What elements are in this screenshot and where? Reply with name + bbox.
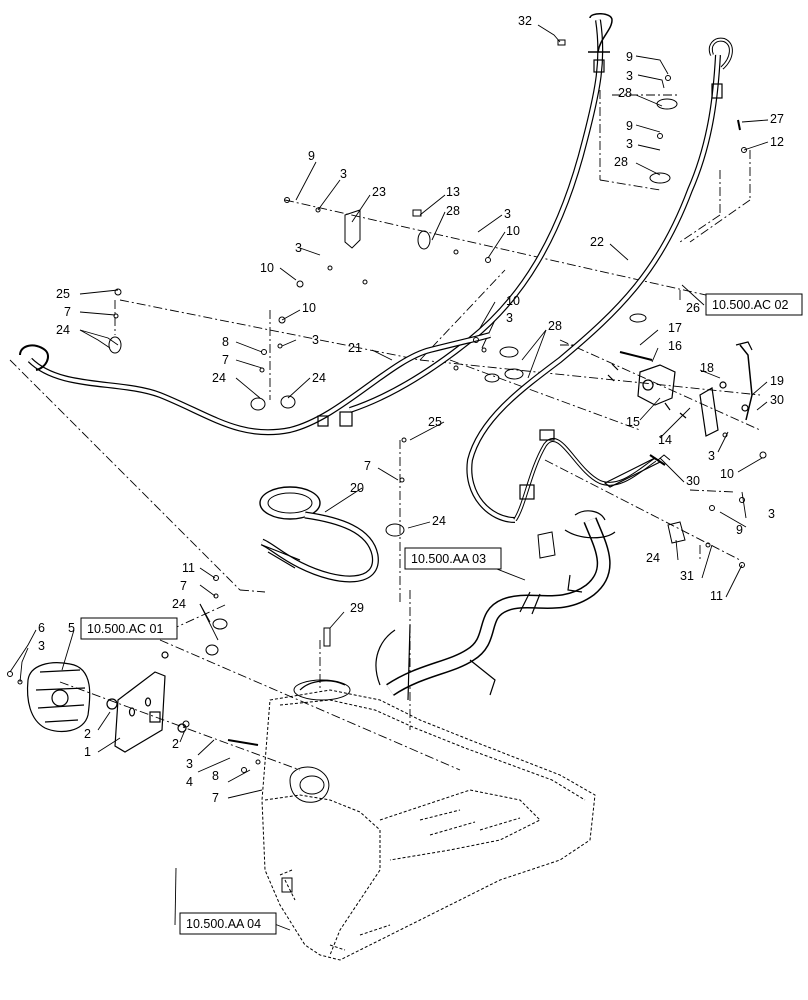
- harness-21: [19, 332, 491, 436]
- callout-21: 21: [348, 341, 362, 355]
- callout-3: 3: [38, 639, 45, 653]
- callout-9: 9: [626, 119, 633, 133]
- callout-28: 28: [614, 155, 628, 169]
- ref-box-ac02: [705, 293, 803, 316]
- fuel-tank: [261, 679, 596, 961]
- callout-4: 4: [186, 775, 193, 789]
- callout-3: 3: [312, 333, 319, 347]
- callout-3: 3: [626, 137, 633, 151]
- reference-boxes: 10.500.AC 02 10.500.AA 03 10.500.AC 01 1…: [80, 293, 803, 935]
- callout-9: 9: [736, 523, 743, 537]
- callout-28: 28: [548, 319, 562, 333]
- callout-32: 32: [518, 14, 532, 28]
- callout-10: 10: [260, 261, 274, 275]
- callout-24: 24: [172, 597, 186, 611]
- hardware: [7, 39, 767, 773]
- callout-29: 29: [350, 601, 364, 615]
- callout-28: 28: [446, 204, 460, 218]
- callout-20: 20: [350, 481, 364, 495]
- callout-24: 24: [646, 551, 660, 565]
- callout-5: 5: [68, 621, 75, 635]
- callout-26: 26: [686, 301, 700, 315]
- callout-10: 10: [302, 301, 316, 315]
- callout-25: 25: [56, 287, 70, 301]
- callout-23: 23: [372, 185, 386, 199]
- ref-label-aa04: 10.500.AA 04: [186, 917, 261, 931]
- ref-label-ac01: 10.500.AC 01: [87, 622, 163, 636]
- callout-7: 7: [212, 791, 219, 805]
- harness-22: [349, 13, 733, 523]
- callout-10: 10: [720, 467, 734, 481]
- callout-24: 24: [312, 371, 326, 385]
- callout-10: 10: [506, 294, 520, 308]
- callout-11: 11: [182, 561, 195, 575]
- callout-24: 24: [432, 514, 446, 528]
- callout-9: 9: [626, 50, 633, 64]
- callout-19: 19: [770, 374, 784, 388]
- callout-24: 24: [56, 323, 70, 337]
- callout-11: 11: [710, 589, 723, 603]
- callout-7: 7: [364, 459, 371, 473]
- callout-9: 9: [308, 149, 315, 163]
- callout-7: 7: [180, 579, 187, 593]
- leader-lines: [9, 24, 769, 931]
- callout-3: 3: [504, 207, 511, 221]
- ref-box-aa04: [179, 912, 277, 935]
- callout-3: 3: [768, 507, 775, 521]
- callout-7: 7: [64, 305, 71, 319]
- ref-label-aa03: 10.500.AA 03: [411, 552, 486, 566]
- assembly-lines: [9, 90, 761, 771]
- callout-3: 3: [506, 311, 513, 325]
- callout-12: 12: [770, 135, 784, 149]
- callout-10: 10: [506, 224, 520, 238]
- callout-3: 3: [708, 449, 715, 463]
- callout-14: 14: [658, 433, 672, 447]
- callout-3: 3: [295, 241, 302, 255]
- callout-22: 22: [590, 235, 604, 249]
- callout-15: 15: [626, 415, 640, 429]
- pump-assembly: [26, 651, 259, 753]
- callout-2: 2: [84, 727, 91, 741]
- callout-27: 27: [770, 112, 784, 126]
- callout-17: 17: [668, 321, 682, 335]
- callout-28: 28: [618, 86, 632, 100]
- callout-13: 13: [446, 185, 460, 199]
- ref-box-aa03: [404, 547, 502, 570]
- callout-2: 2: [172, 737, 179, 751]
- filler-tube: [375, 510, 616, 701]
- callout-8: 8: [212, 769, 219, 783]
- ref-label-ac02: 10.500.AC 02: [712, 298, 788, 312]
- callout-3: 3: [186, 757, 193, 771]
- callout-18: 18: [700, 361, 714, 375]
- callout-labels: 32 9 3 28 9 3 28 27 12 9 3 23 13 28 3 10…: [38, 14, 784, 805]
- callout-16: 16: [668, 339, 682, 353]
- callout-25: 25: [428, 415, 442, 429]
- callout-6: 6: [38, 621, 45, 635]
- callout-7: 7: [222, 353, 229, 367]
- harness-20: [259, 486, 379, 583]
- callout-3: 3: [340, 167, 347, 181]
- callout-31: 31: [680, 569, 694, 583]
- callout-1: 1: [84, 745, 91, 759]
- callout-30: 30: [770, 393, 784, 407]
- ref-box-ac01: [80, 617, 178, 640]
- callout-30: 30: [686, 474, 700, 488]
- valve-assembly: [603, 341, 753, 488]
- callout-3: 3: [626, 69, 633, 83]
- callout-8: 8: [222, 335, 229, 349]
- callout-24: 24: [212, 371, 226, 385]
